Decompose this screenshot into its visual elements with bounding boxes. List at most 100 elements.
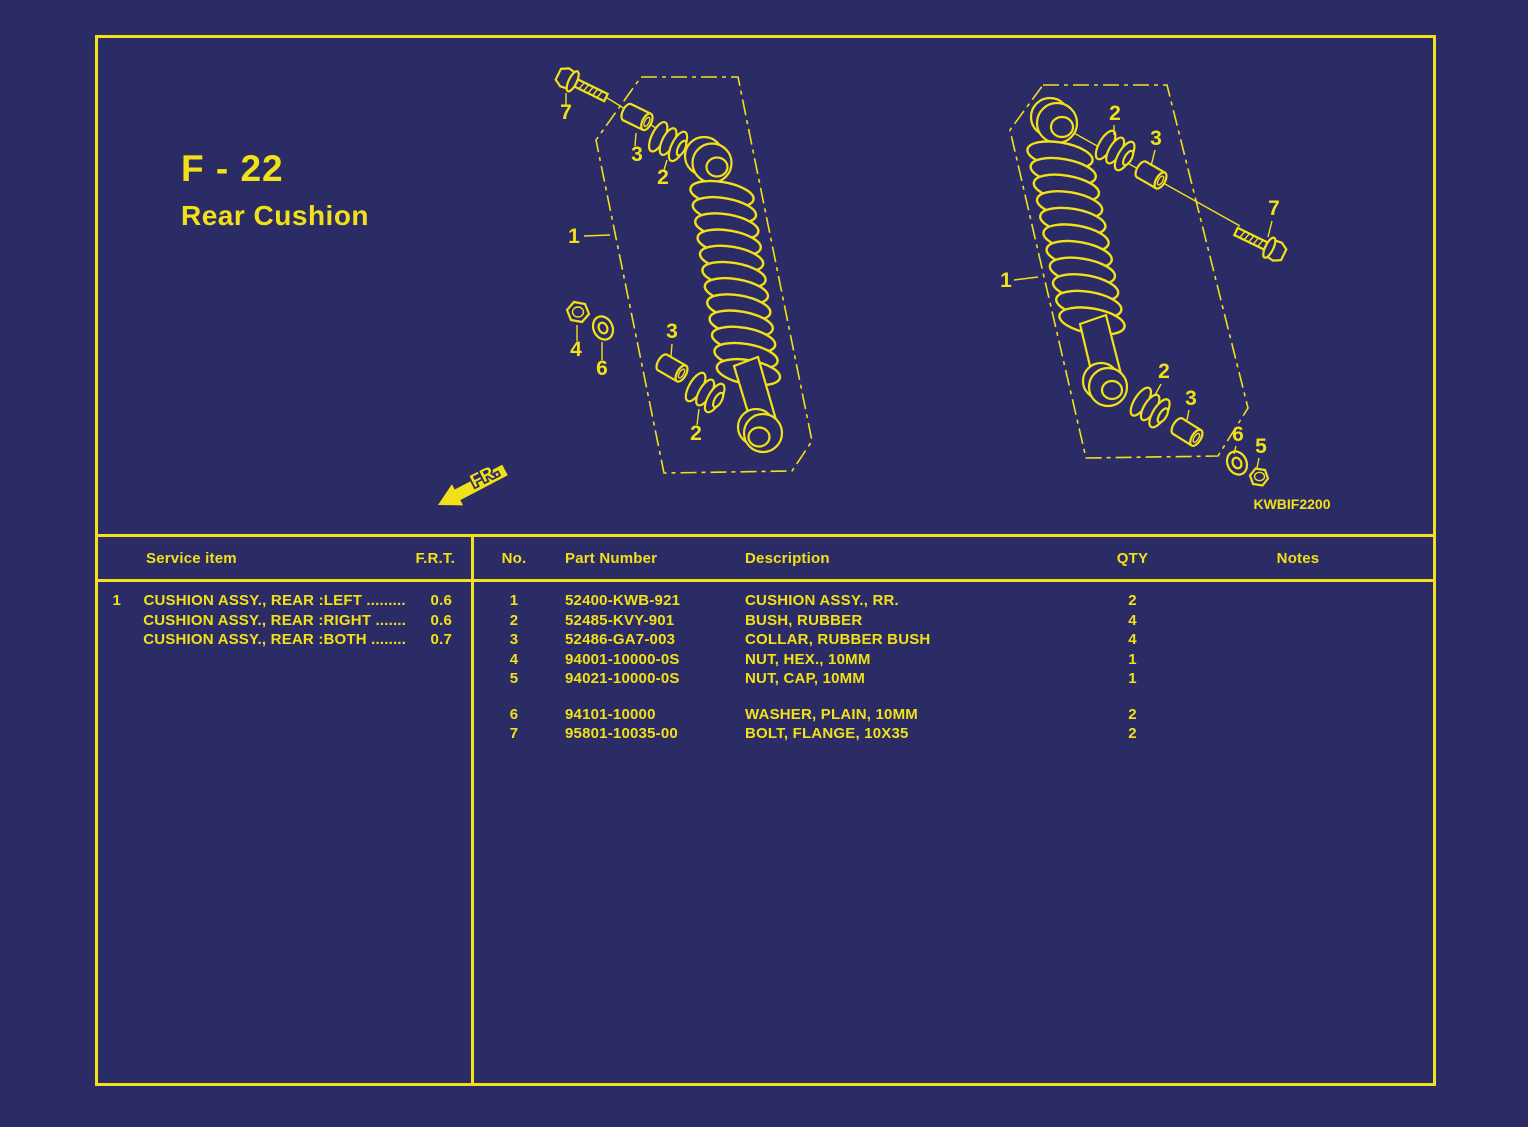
- callout-3: 3: [1150, 127, 1162, 150]
- diagram-code: KWBIF2200: [1253, 496, 1330, 512]
- callout-1: 1: [1000, 269, 1012, 292]
- fr-direction-indicator: FR.: [438, 458, 508, 506]
- page-title: Rear Cushion: [181, 200, 370, 231]
- qty-header: QTY: [1116, 550, 1149, 567]
- notes-cell: [1183, 669, 1434, 689]
- collar-drawing-left-bottom: [655, 353, 689, 383]
- description-cell: BUSH, RUBBER: [745, 611, 863, 629]
- callout-6: 6: [1232, 423, 1244, 446]
- qty-cell: 4: [1128, 631, 1137, 648]
- notes-cell: [1183, 611, 1434, 631]
- description-cell: NUT, CAP, 10MM: [745, 670, 866, 687]
- callout-5: 5: [1255, 435, 1267, 458]
- bolt-flange-drawing-left: [554, 67, 610, 103]
- part-number-cell: 94101-10000: [565, 705, 656, 723]
- parts-row: 1 52400-KWB-921 CUSHION ASSY., RR. 2: [473, 591, 1434, 611]
- parts-row: 5 94021-10000-0S NUT, CAP, 10MM 1: [473, 669, 1434, 689]
- service-frt-cell: 0.7: [430, 631, 452, 648]
- parts-table-header: No. Part Number Description QTY Notes: [473, 534, 1434, 580]
- parts-row: 6 94101-10000 WASHER, PLAIN, 10MM 2: [473, 705, 1434, 725]
- part-number-header: Part Number: [565, 550, 658, 567]
- service-ref-cell: [101, 630, 132, 650]
- part-number-cell: 52400-KWB-921: [565, 592, 681, 609]
- notes-cell: [1183, 705, 1434, 725]
- cushion-assembly-right-drawing: 2 3 7 1 2 3 6 5: [1000, 84, 1288, 487]
- table-header-line: [97, 579, 1434, 582]
- shock-absorber-left: [683, 135, 784, 454]
- service-name-cell: CUSHION ASSY., REAR :BOTH ........: [143, 631, 407, 648]
- no-cell: 4: [509, 650, 519, 668]
- row-gap: [473, 689, 1434, 705]
- description-header: Description: [745, 550, 830, 567]
- qty-cell: 2: [1128, 725, 1137, 742]
- qty-cell: 1: [1128, 650, 1137, 668]
- page-code: F - 22: [181, 148, 284, 189]
- qty-cell: 1: [1128, 670, 1137, 687]
- table-top-line: [97, 534, 1434, 537]
- no-cell: 6: [509, 705, 519, 723]
- bush-drawing-right-bottom: [1129, 386, 1171, 429]
- parts-row: 2 52485-KVY-901 BUSH, RUBBER 4: [473, 611, 1434, 631]
- service-table-header: Service item F.R.T.: [97, 534, 471, 580]
- service-table-rows: 1 CUSHION ASSY., REAR :LEFT ......... 0.…: [97, 591, 471, 650]
- service-frt-cell: 0.6: [430, 592, 452, 609]
- no-cell: 3: [509, 631, 519, 648]
- callout-leader-lines-right: [1013, 125, 1273, 469]
- description-cell: WASHER, PLAIN, 10MM: [745, 705, 918, 723]
- callout-2: 2: [1109, 102, 1121, 125]
- callout-3: 3: [631, 143, 643, 166]
- part-number-cell: 52485-KVY-901: [565, 611, 675, 629]
- callout-7: 7: [560, 101, 572, 124]
- cap-nut-drawing-right: [1248, 467, 1270, 487]
- callout-2: 2: [1158, 360, 1170, 383]
- part-number-cell: 95801-10035-00: [565, 725, 678, 742]
- collar-drawing-right-top: [1134, 160, 1168, 190]
- page-frame: [95, 35, 1436, 1086]
- bush-drawing-right-top: [1094, 129, 1136, 172]
- no-cell: 2: [509, 611, 519, 629]
- description-cell: COLLAR, RUBBER BUSH: [745, 631, 931, 648]
- callout-6: 6: [596, 357, 608, 380]
- title-block: F - 22 Rear Cushion: [181, 148, 369, 232]
- notes-cell: [1183, 650, 1434, 670]
- parts-row: 7 95801-10035-00 BOLT, FLANGE, 10X35 2: [473, 724, 1434, 744]
- notes-cell: [1183, 630, 1434, 650]
- description-cell: CUSHION ASSY., RR.: [745, 592, 899, 609]
- no-cell: 5: [509, 670, 519, 687]
- notes-cell: [1183, 591, 1434, 611]
- callout-1: 1: [568, 225, 580, 248]
- no-cell: 1: [509, 592, 519, 609]
- service-name-cell: CUSHION ASSY., REAR :LEFT .........: [143, 592, 406, 609]
- service-ref-cell: 1: [112, 592, 121, 609]
- service-row: CUSHION ASSY., REAR :BOTH ........ 0.7: [97, 630, 471, 650]
- callout-2: 2: [690, 422, 702, 445]
- washer-drawing-right: [1225, 450, 1249, 476]
- part-number-cell: 52486-GA7-003: [565, 631, 676, 648]
- frt-header: F.R.T.: [415, 550, 455, 567]
- qty-cell: 2: [1128, 705, 1137, 723]
- service-item-header: Service item: [146, 550, 237, 567]
- service-table: Service item F.R.T. 1 CUSHION ASSY., REA…: [97, 534, 471, 650]
- service-name-cell: CUSHION ASSY., REAR :RIGHT .......: [143, 611, 407, 629]
- service-row: CUSHION ASSY., REAR :RIGHT ....... 0.6: [97, 611, 471, 631]
- cushion-assembly-left-drawing: 7 3 2 1 4 6 3 2: [554, 67, 813, 474]
- parts-row: 4 94001-10000-0S NUT, HEX., 10MM 1: [473, 650, 1434, 670]
- bolt-flange-drawing-right: [1232, 226, 1288, 262]
- callout-leader-lines-left: [565, 93, 700, 426]
- fr-arrow-icon: [438, 464, 508, 506]
- no-header: No.: [501, 550, 527, 567]
- collar-drawing-right-bottom: [1170, 417, 1204, 447]
- qty-cell: 2: [1128, 592, 1137, 609]
- service-ref-cell: [101, 611, 132, 631]
- notes-header: Notes: [1276, 550, 1320, 567]
- callout-7: 7: [1268, 197, 1280, 220]
- no-cell: 7: [509, 725, 519, 742]
- parts-table: No. Part Number Description QTY Notes 1 …: [473, 534, 1434, 744]
- bush-drawing-left-bottom: [684, 371, 726, 414]
- hex-nut-drawing-left: [565, 300, 591, 324]
- phantom-boundary-left: [595, 76, 813, 474]
- parts-table-rows: 1 52400-KWB-921 CUSHION ASSY., RR. 2 2 5…: [473, 591, 1434, 744]
- part-number-cell: 94021-10000-0S: [565, 670, 680, 687]
